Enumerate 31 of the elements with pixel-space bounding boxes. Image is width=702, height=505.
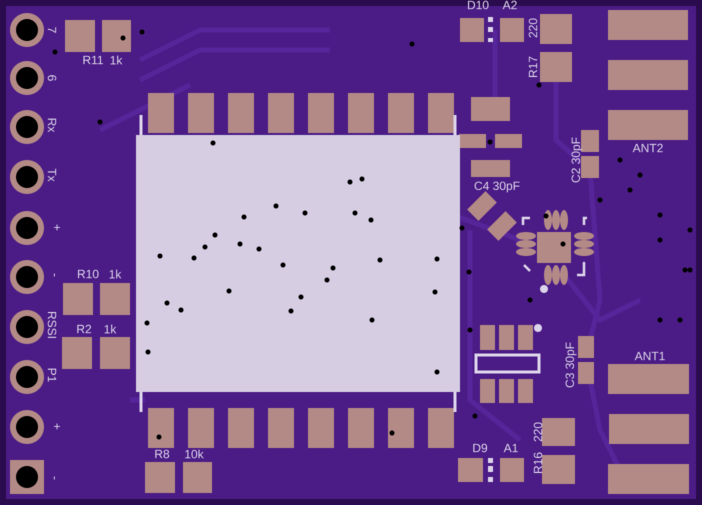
silkscreen-label: 220 [534,422,542,442]
silkscreen-label: Tx [48,168,56,182]
silkscreen-label: - [54,274,55,276]
silkscreen-label: + [54,424,60,430]
silkscreen-label: R11 [83,56,103,64]
silkscreen-label: C4 30pF [474,182,520,192]
silkscreen-label: 1k [104,324,116,334]
silkscreen-label: R8 [155,450,170,458]
silkscreen-label: 10k [185,450,204,458]
silkscreen-label: D10 [468,0,489,10]
silkscreen-label: RSSI [48,312,56,338]
silkscreen-label: R17 [528,56,538,78]
silkscreen-label: 6 [48,75,56,81]
silkscreen-label: C2 30pF [572,137,582,182]
silkscreen-label: + [54,224,60,230]
silkscreen-label: A2 [502,0,517,10]
silkscreen-label: 1k [110,56,122,64]
silkscreen-label: A1 [504,444,518,452]
silkscreen-label: ANT2 [632,144,663,152]
silkscreen-label: 1k [110,270,122,278]
silkscreen-label: - [54,476,55,480]
silkscreen-label: D9 [473,444,488,452]
silkscreen-label: R16 [534,452,542,473]
silkscreen-label: Rx [48,118,56,132]
silkscreen-label: R10 [78,270,99,278]
silkscreen-label: 7 [48,27,56,33]
silkscreen-label: R2 [77,324,92,334]
silkscreen-label: ANT1 [634,352,665,360]
silkscreen-label: P1 [48,368,56,382]
silkscreen-label: 220 [528,18,538,38]
silkscreen-label: C3 30pF [566,342,576,388]
